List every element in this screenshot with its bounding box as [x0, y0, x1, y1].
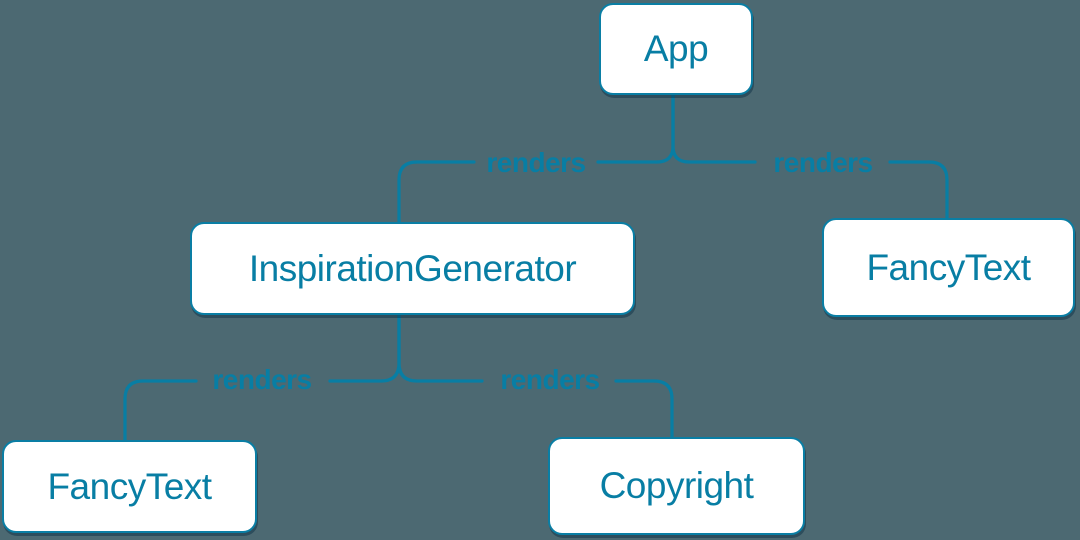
node-copyright-label: Copyright: [599, 465, 754, 506]
edge-label-renders-inspirationgenerator-fancytext: renders: [212, 364, 312, 395]
node-copyright: Copyright: [548, 437, 805, 535]
node-app: App: [599, 3, 753, 95]
edge-label-renders-app-inspirationgenerator: renders: [486, 147, 586, 178]
node-fancy-text-bottom: FancyText: [2, 440, 257, 533]
edge-label-renders-inspirationgenerator-copyright: renders: [500, 364, 600, 395]
edge-app-to-fancytext: [671, 93, 949, 220]
node-inspiration-generator: InspirationGenerator: [190, 222, 635, 315]
node-fancy-text-bottom-label: FancyText: [47, 465, 212, 507]
edge-inspirationgenerator-to-copyright: [397, 313, 674, 439]
edge-label-renders-app-fancytext: renders: [773, 147, 873, 178]
node-fancy-text-top-label: FancyText: [866, 246, 1031, 288]
node-fancy-text-top: FancyText: [822, 218, 1075, 317]
node-app-label: App: [643, 28, 709, 69]
node-inspiration-generator-label: InspirationGenerator: [248, 247, 577, 289]
